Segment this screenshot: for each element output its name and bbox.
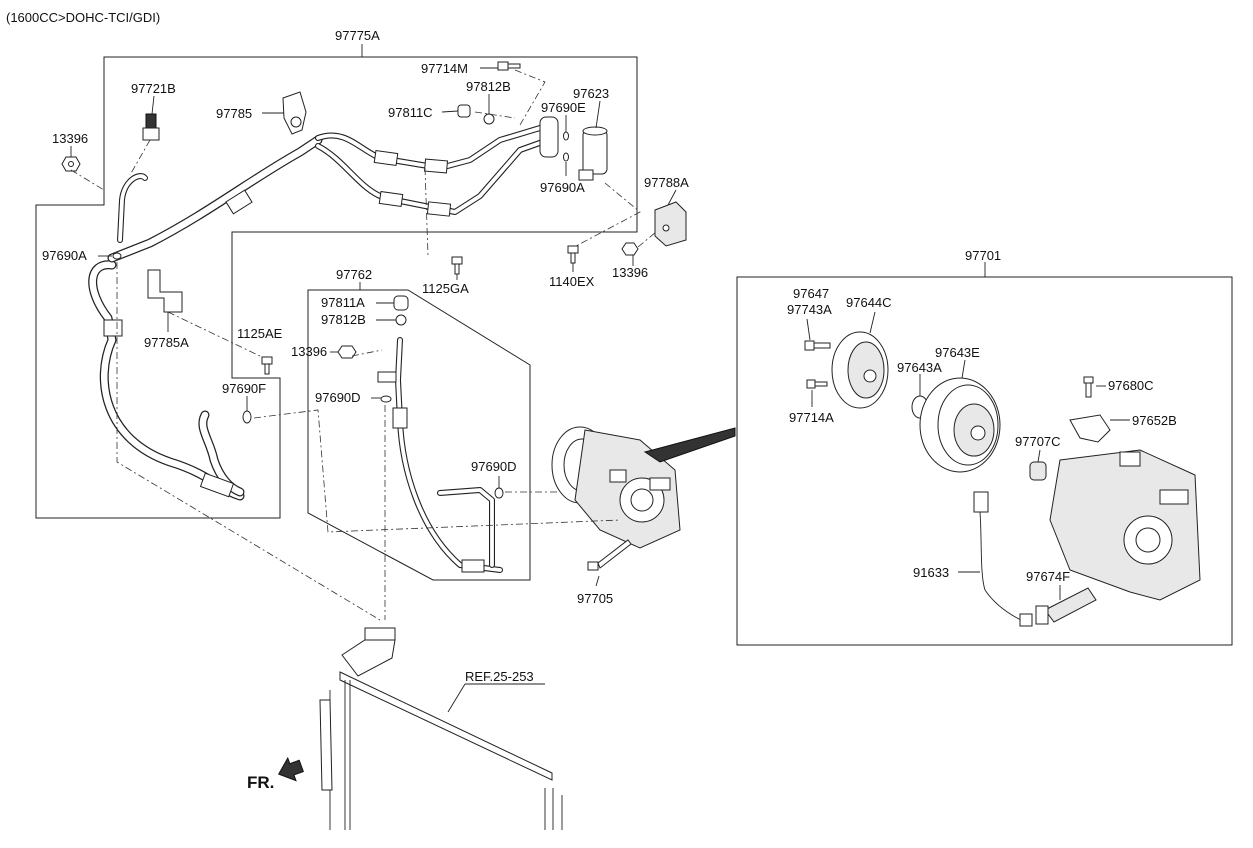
hose-97762 [377, 337, 503, 573]
group-box-97701 [736, 276, 1233, 646]
label-97623: 97623 [573, 86, 609, 101]
oring-97690D-right [494, 487, 504, 499]
ref-leader [447, 683, 466, 713]
label-97785A: 97785A [144, 335, 189, 350]
nut-13396-right [621, 242, 639, 256]
label-13396-mid: 13396 [291, 344, 327, 359]
leader-lines [70, 67, 1130, 600]
label-1140EX: 1140EX [549, 274, 595, 289]
label-97714A: 97714A [789, 410, 834, 425]
hose-assembly-97775A [88, 116, 559, 501]
front-arrow-icon [278, 756, 304, 782]
label-97811C: 97811C [388, 105, 433, 120]
label-97775A: 97775A [335, 28, 380, 43]
label-97743A: 97743A [787, 302, 832, 317]
group-box-97762 [307, 289, 531, 581]
label-1125AE: 1125AE [237, 326, 283, 341]
bolt-1125AE [261, 356, 273, 375]
condenser-ref-25-253 [319, 627, 563, 830]
label-front: FR. [247, 773, 274, 792]
label-1125GA: 1125GA [422, 281, 469, 296]
nut-13396-top [61, 156, 81, 172]
bracket-97652B [1069, 414, 1111, 443]
pressure-switch-97721B [142, 113, 160, 141]
oring-97812B-mid [395, 314, 407, 326]
coil-97707C [1029, 461, 1047, 481]
label-97643E: 97643E [935, 345, 980, 360]
receiver-drier-97623 [578, 126, 608, 181]
label-97690E: 97690E [541, 100, 586, 115]
label-97644C: 97644C [846, 295, 892, 310]
label-97674F: 97674F [1026, 569, 1070, 584]
label-97690F: 97690F [222, 381, 266, 396]
bracket-97785A [147, 269, 183, 313]
label-91633: 91633 [913, 565, 949, 580]
label-97714M: 97714M [421, 61, 468, 76]
label-97707C: 97707C [1015, 434, 1061, 449]
cap-97811A [393, 295, 409, 311]
label-13396-top: 13396 [52, 131, 88, 146]
label-97812B-mid: 97812B [321, 312, 366, 327]
label-97762: 97762 [336, 267, 372, 282]
label-97652B: 97652B [1132, 413, 1177, 428]
bolt-97714A [806, 379, 828, 389]
wire-harness-91633 [973, 491, 1033, 627]
sensor-97674F [1035, 587, 1097, 625]
label-97701: 97701 [965, 248, 1001, 263]
bolt-97705 [587, 539, 632, 571]
label-97690D-right: 97690D [471, 459, 517, 474]
bolt-97714M [497, 61, 521, 71]
label-97643A: 97643A [897, 360, 942, 375]
label-97690D-left: 97690D [315, 390, 361, 405]
oring-97690F [242, 410, 252, 424]
nut-13396-mid [337, 345, 357, 359]
bolt-1140EX [567, 245, 579, 264]
label-97690A-right: 97690A [540, 180, 585, 195]
label-97690A-left: 97690A [42, 248, 87, 263]
label-ref-25-253: REF.25-253 [465, 669, 534, 684]
engine-variant-header: (1600CC>DOHC-TCI/GDI) [6, 10, 160, 25]
bracket-97785 [282, 91, 307, 135]
alignment-lines [70, 69, 657, 621]
label-97788A: 97788A [644, 175, 689, 190]
oring-97690E [563, 131, 569, 141]
label-97705: 97705 [577, 591, 613, 606]
label-97680C: 97680C [1108, 378, 1154, 393]
pulley-97643E [919, 377, 1001, 473]
bracket-97788A [654, 201, 687, 247]
clutch-plate-97644C [831, 331, 889, 409]
compressor-body-97701 [1049, 449, 1201, 601]
oring-97690D-left [380, 395, 392, 403]
oring-97812B-top [483, 113, 495, 125]
cap-97811C [457, 104, 471, 118]
oring-97690A-right [563, 152, 569, 162]
bolt-97680C [1083, 376, 1094, 398]
bolt-1125GA [451, 256, 463, 275]
group-box-97775A [35, 56, 638, 519]
label-97811A: 97811A [321, 295, 365, 310]
label-97812B-top: 97812B [466, 79, 511, 94]
label-97785: 97785 [216, 106, 252, 121]
label-97647: 97647 [793, 286, 829, 301]
bolt-97647 [804, 340, 831, 351]
label-13396-right: 13396 [612, 265, 648, 280]
label-97721B: 97721B [131, 81, 176, 96]
compressor-center [551, 426, 736, 549]
oring-97690A-left [112, 252, 122, 260]
